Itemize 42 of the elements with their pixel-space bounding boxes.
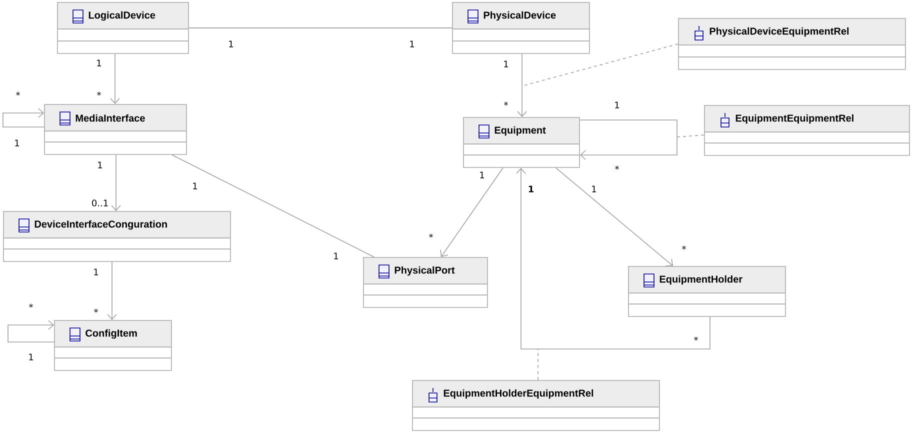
multiplicity-label: 1 <box>410 40 414 48</box>
multiplicity-label: 1 <box>229 40 234 48</box>
multiplicity-label: * <box>682 246 686 250</box>
multiplicity-label: * <box>615 166 619 170</box>
association-arrow <box>111 154 121 211</box>
association-arrow <box>440 168 504 257</box>
association-arrow <box>8 320 54 342</box>
dashed-line <box>676 134 704 138</box>
class-box: LogicalDevice <box>56 2 189 54</box>
association-arrow <box>516 168 710 350</box>
association-arrow <box>517 54 527 117</box>
multiplicity-label: * <box>29 304 33 308</box>
class-box: Equipment <box>462 117 580 168</box>
class-box: EquipmentEquipmentRel <box>704 105 910 156</box>
multiplicity-label: * <box>504 102 508 106</box>
multiplicity-label: 0..1 <box>92 200 108 206</box>
association-arrow <box>110 54 120 104</box>
multiplicity-label: * <box>16 92 20 96</box>
multiplicity-label: * <box>97 92 101 96</box>
multiplicity-label: 1 <box>29 354 34 360</box>
association-arrow <box>556 168 673 266</box>
multiplicity-label: 1 <box>592 186 596 192</box>
association-arrow <box>2 108 44 128</box>
association-arrow <box>580 120 678 160</box>
class-box: EquipmentHolder <box>628 266 786 317</box>
association-arrow <box>107 262 117 320</box>
class-box: PhysicalDeviceEquipmentRel <box>678 18 906 70</box>
class-box: EquipmentHolderEquipmentRel <box>412 380 660 431</box>
class-box: DeviceInterfaceConguration <box>2 211 231 262</box>
dashed-line <box>522 44 678 86</box>
class-box: MediaInterface <box>44 104 187 155</box>
multiplicity-label: 1 <box>615 102 620 108</box>
class-box: ConfigItem <box>54 320 172 371</box>
multiplicity-label: 1 <box>193 182 198 190</box>
multiplicity-label: * <box>429 234 433 238</box>
multiplicity-label: 1 <box>15 140 20 146</box>
class-box: PhysicalDevice <box>452 2 590 54</box>
association-line <box>172 154 374 258</box>
multiplicity-label: 1 <box>334 252 338 260</box>
multiplicity-label: * <box>694 336 698 341</box>
class-box: PhysicalPort <box>362 257 488 308</box>
multiplicity-label: 1 <box>528 186 534 192</box>
